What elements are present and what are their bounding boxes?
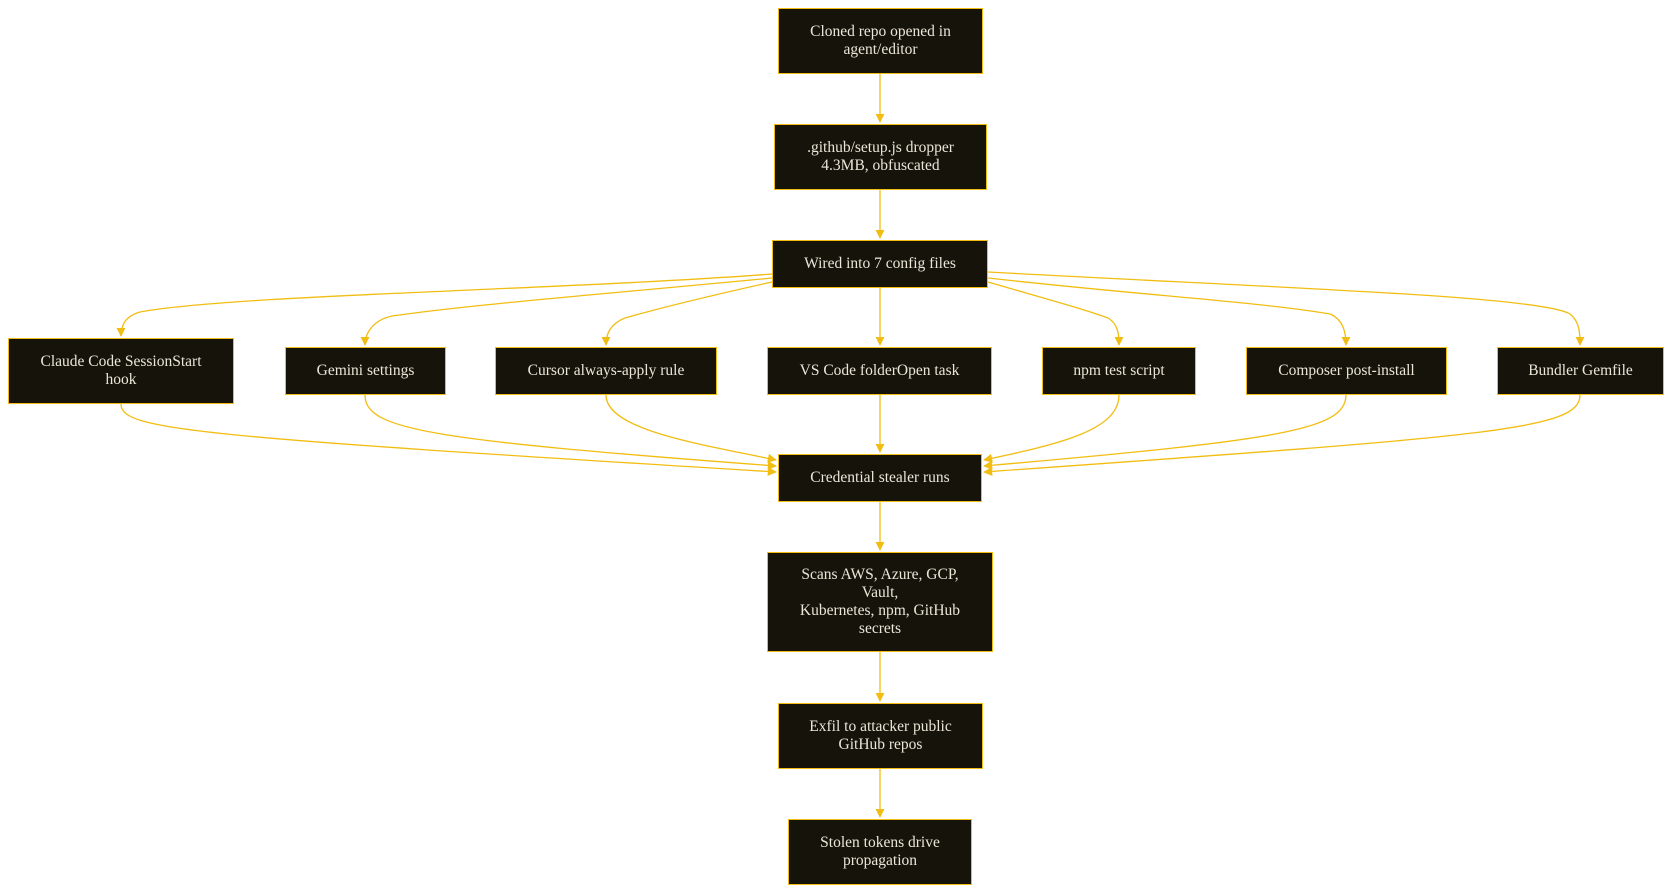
node-bundler-gemfile: Bundler Gemfile <box>1497 347 1664 395</box>
node-gemini-settings: Gemini settings <box>285 347 446 395</box>
node-credential-stealer: Credential stealer runs <box>778 454 982 502</box>
node-exfil: Exfil to attacker public GitHub repos <box>778 703 983 769</box>
edge-wired-to-cursor <box>601 281 773 346</box>
node-setup-dropper: .github/setup.js dropper 4.3MB, obfuscat… <box>774 124 987 190</box>
edge-bundler-to-stealer <box>983 394 1581 476</box>
node-npm-test-script: npm test script <box>1042 347 1196 395</box>
node-wired-config: Wired into 7 config files <box>772 240 988 288</box>
edge-cursor-to-stealer <box>605 394 777 463</box>
node-vscode-task: VS Code folderOpen task <box>767 347 992 395</box>
edge-gemini-to-stealer <box>364 394 777 470</box>
edge-npm-to-stealer <box>983 394 1120 463</box>
edge-wired-to-gemini <box>360 277 773 346</box>
node-cloned-repo: Cloned repo opened in agent/editor <box>778 8 983 74</box>
node-claude-code-hook: Claude Code SessionStart hook <box>8 338 234 404</box>
edge-wired-to-npm <box>987 281 1124 346</box>
node-stolen-tokens: Stolen tokens drive propagation <box>788 819 972 885</box>
edge-wired-to-bundler <box>987 271 1585 346</box>
node-composer-post-install: Composer post-install <box>1246 347 1447 395</box>
edge-claude-to-stealer <box>120 403 777 477</box>
edge-wired-to-composer <box>987 277 1351 346</box>
node-scans-secrets: Scans AWS, Azure, GCP, Vault, Kubernetes… <box>767 552 993 652</box>
edge-wired-to-claude <box>116 273 773 337</box>
node-cursor-rule: Cursor always-apply rule <box>495 347 717 395</box>
edge-composer-to-stealer <box>983 394 1347 470</box>
